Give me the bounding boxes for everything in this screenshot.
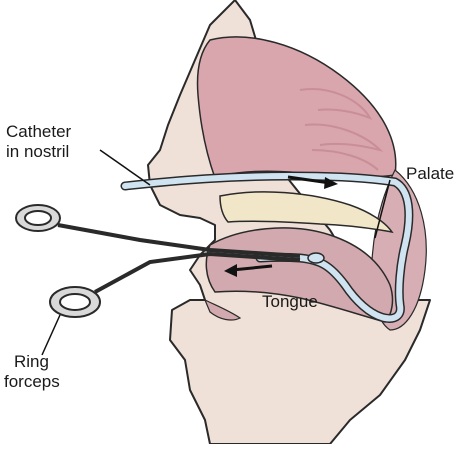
label-catheter-line2: in nostril [6,142,69,162]
catheter-tip [308,253,324,263]
forceps-ring-lower-hole [60,294,90,310]
label-catheter-line1: Catheter [6,122,71,142]
label-forceps-line2: forceps [4,372,60,392]
leader-catheter [100,150,150,185]
leader-forceps [42,315,60,355]
forceps-ring-upper-hole [25,211,51,225]
nasal-cavity [198,37,396,178]
label-palate: Palate [406,164,454,184]
label-tongue: Tongue [262,292,318,312]
label-forceps-line1: Ring [14,352,49,372]
